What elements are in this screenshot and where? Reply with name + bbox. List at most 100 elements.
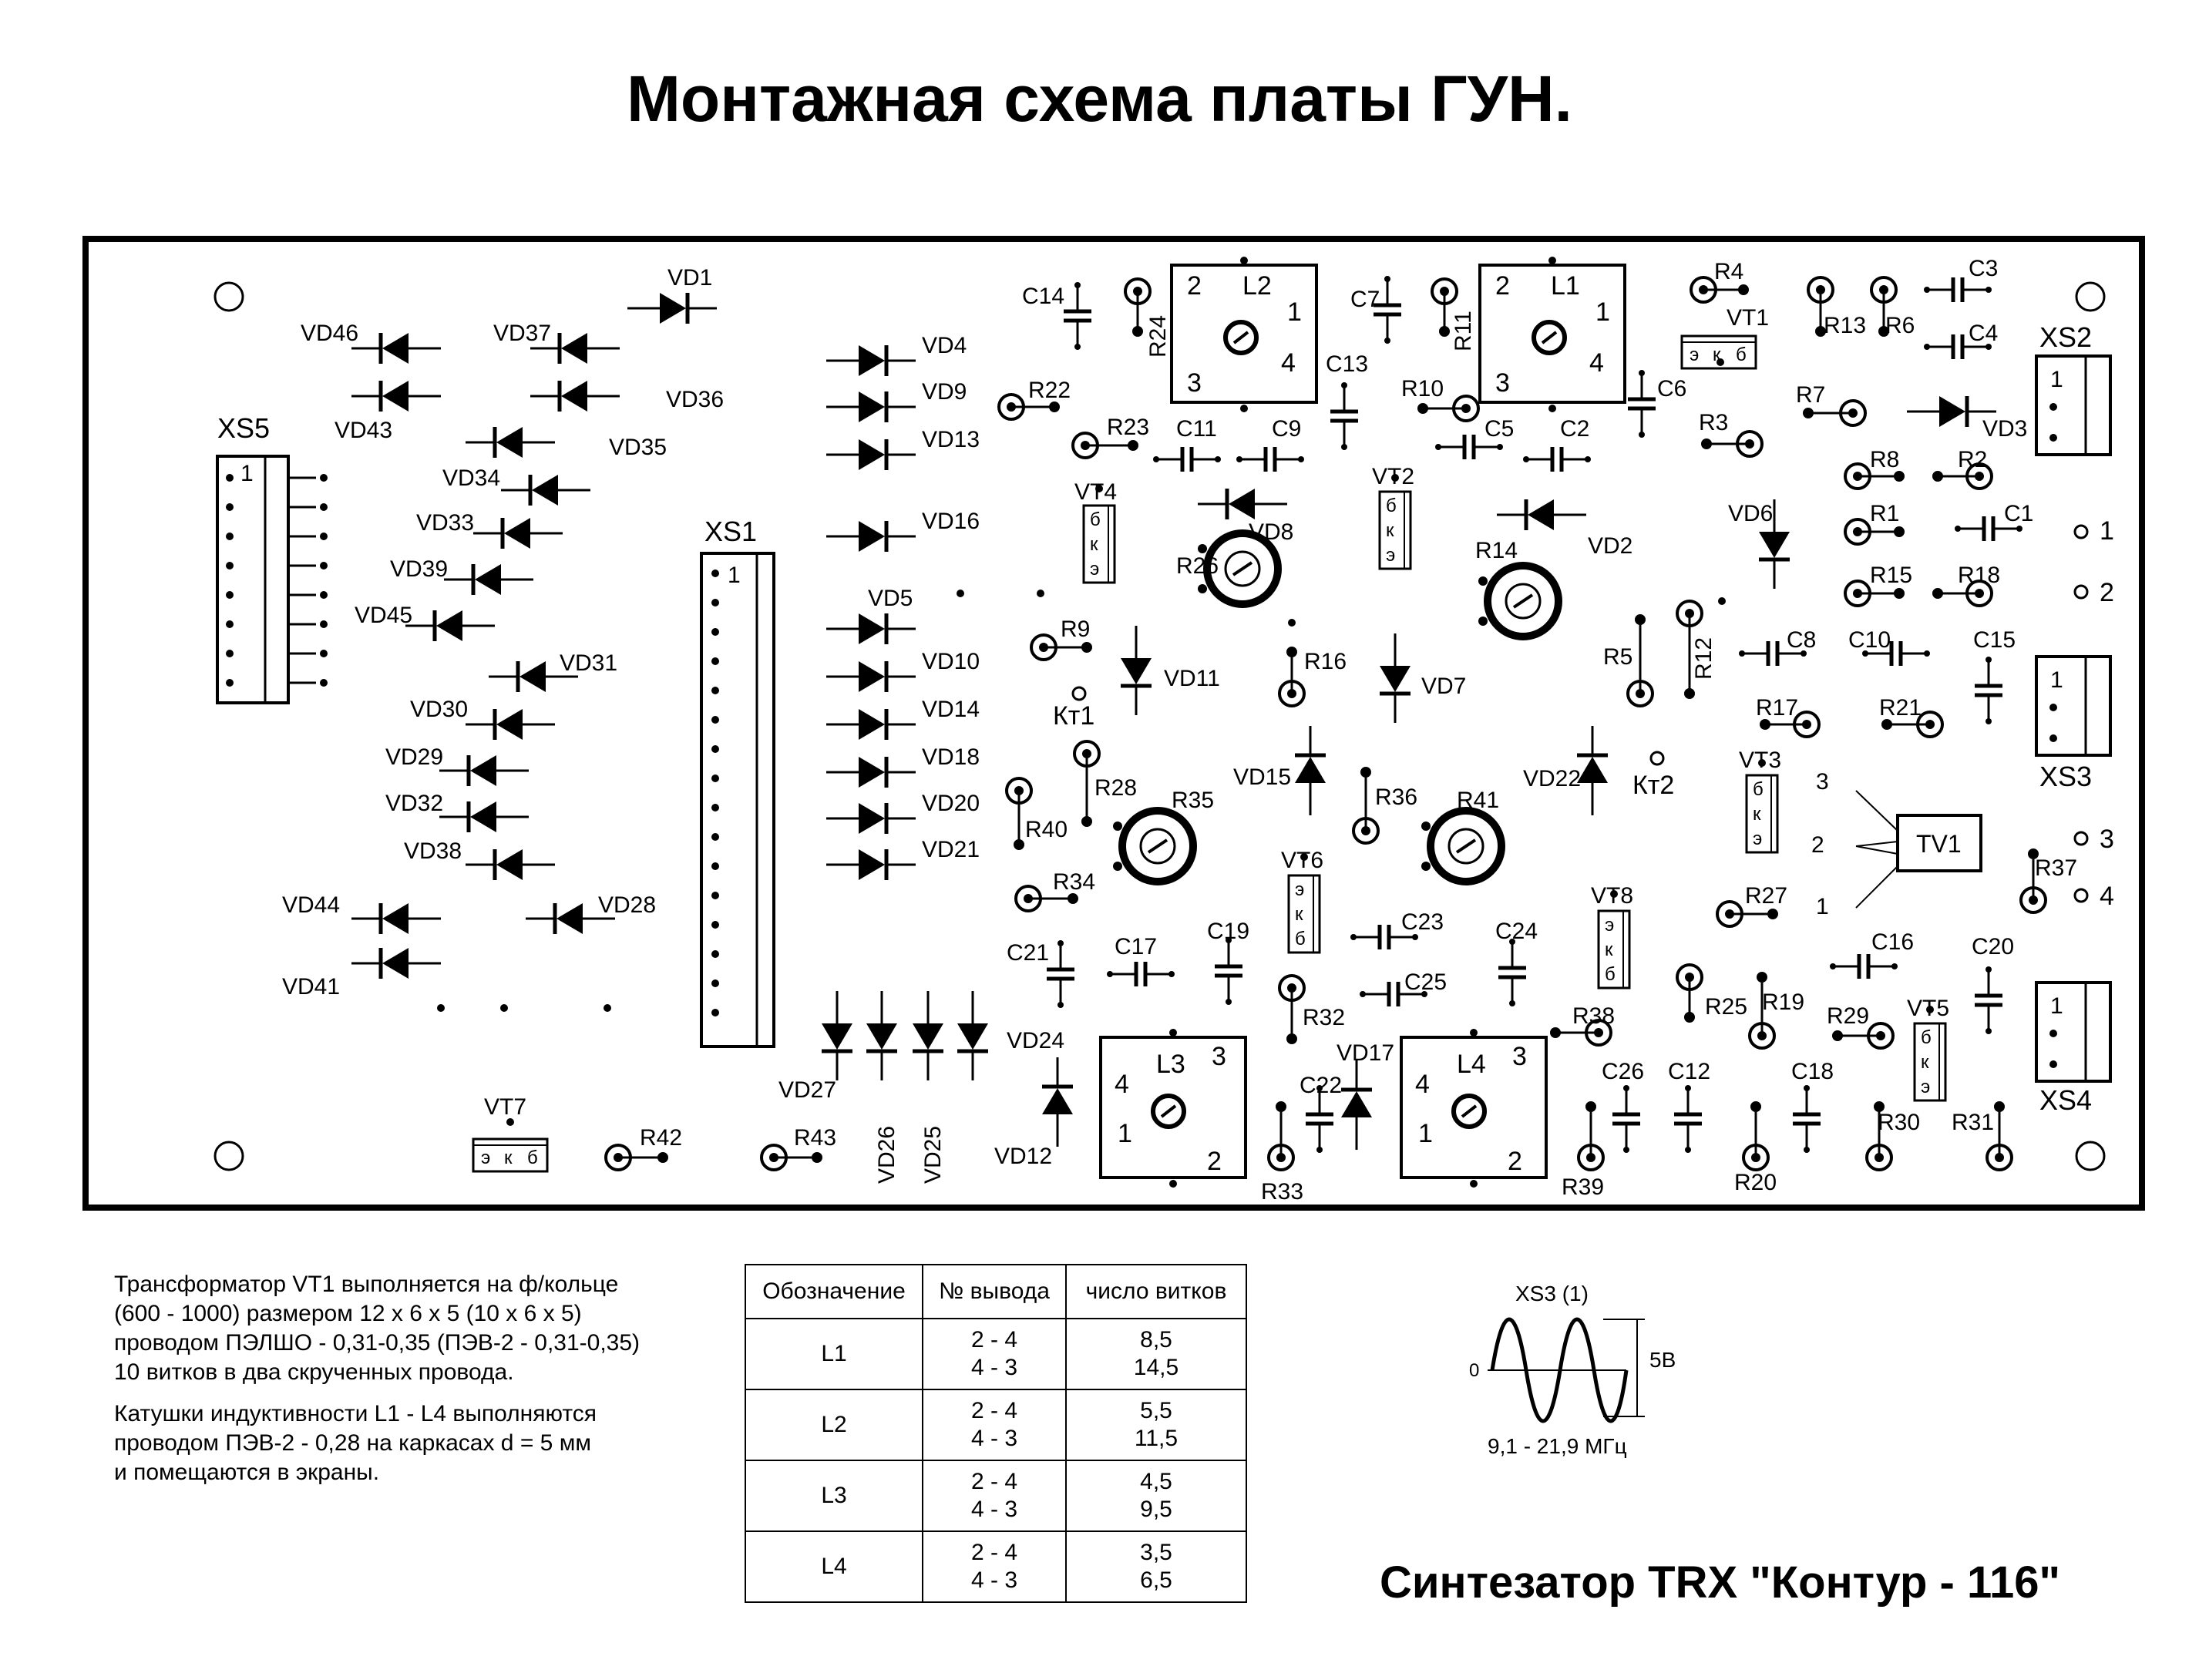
diode-label: VD1 [667, 265, 712, 291]
svg-text:VT4: VT4 [1074, 479, 1117, 505]
svg-text:к: к [504, 1147, 513, 1168]
coil-l1: 2 L1 1 3 4 [1478, 257, 1626, 412]
resistor-label: R33 [1261, 1179, 1303, 1205]
test-points: Кт1 Кт2 [1053, 686, 1674, 800]
capacitor-label: C11 [1176, 416, 1217, 442]
resistor-label: R39 [1562, 1174, 1604, 1200]
diode-label: VD38 [404, 838, 462, 864]
svg-text:э: э [1386, 545, 1395, 566]
resistor-label: R24 [1145, 315, 1171, 358]
winding-table: Обозначение № вывода число витков L1 2 -… [745, 1264, 1247, 1603]
resistor-label: R40 [1025, 817, 1068, 842]
connector-xs1: XS1 1 [700, 516, 775, 1048]
capacitor-label: C4 [1969, 321, 1998, 346]
col-turns: число витков [1065, 1264, 1247, 1319]
svg-text:2: 2 [1508, 1147, 1522, 1176]
svg-text:б: б [1921, 1027, 1932, 1048]
svg-text:L3: L3 [1156, 1050, 1185, 1079]
svg-text:5В: 5В [1649, 1348, 1676, 1372]
svg-text:4: 4 [1115, 1070, 1129, 1099]
capacitor-label: C23 [1401, 909, 1444, 935]
diode-label: VD32 [385, 791, 443, 816]
resistor-label: R5 [1603, 644, 1632, 670]
connector-xs3: 1 XS3 [2035, 655, 2112, 792]
resistor-label: R38 [1572, 1003, 1615, 1029]
svg-text:э: э [481, 1147, 490, 1168]
svg-text:L4: L4 [1457, 1050, 1486, 1079]
svg-text:Кт1: Кт1 [1053, 701, 1094, 731]
capacitor-label: C6 [1657, 376, 1686, 402]
capacitor-label: C14 [1022, 284, 1064, 309]
svg-text:XS5: XS5 [217, 412, 270, 444]
resistor-label: R37 [2035, 855, 2077, 881]
svg-text:2: 2 [1811, 832, 1824, 858]
resistor-label: R7 [1796, 382, 1825, 408]
resistor-label: R31 [1952, 1110, 1994, 1135]
svg-text:э: э [1090, 559, 1099, 580]
waveform-diagram: XS3 (1) 0 5В 9,1 - 21,9 МГц [1469, 1282, 1676, 1458]
diode-label: VD44 [282, 892, 340, 918]
resistor-label: R2 [1958, 447, 1987, 472]
svg-text:б: б [1753, 779, 1764, 800]
terminals: 1 2 3 4 [2073, 516, 2114, 911]
capacitor-label: C12 [1668, 1059, 1710, 1084]
diode-label: VD2 [1588, 533, 1632, 559]
diode-label: VD20 [922, 791, 980, 816]
transistor-vt8: экбVT8 [1591, 883, 1633, 990]
svg-text:Кт2: Кт2 [1632, 771, 1674, 800]
svg-text:б: б [1295, 929, 1306, 949]
svg-text:1: 1 [1287, 297, 1302, 327]
diodes [351, 293, 1996, 1150]
resistor-label: R18 [1958, 563, 2000, 588]
capacitor-label: C8 [1787, 627, 1816, 653]
diode-label: VD41 [282, 974, 340, 1000]
page-title: Монтажная схема платы ГУН. [626, 62, 1573, 135]
capacitor-label: C1 [2004, 501, 2033, 526]
diode-label: VD8 [1249, 519, 1293, 545]
resistor-label: R17 [1756, 695, 1798, 721]
resistor-label: R23 [1107, 415, 1149, 440]
resistor-label: R36 [1375, 785, 1417, 810]
resistor-label: R9 [1061, 617, 1090, 642]
diode-label: VD18 [922, 744, 980, 770]
capacitor-label: C7 [1350, 287, 1380, 312]
table-row: L3 2 - 4 4 - 3 4,5 9,5 [745, 1460, 1247, 1532]
svg-text:4: 4 [1281, 348, 1296, 378]
capacitor-label: C16 [1871, 929, 1914, 955]
svg-text:к: к [1386, 520, 1394, 541]
capacitor-label: C25 [1404, 969, 1447, 995]
svg-text:б: б [1736, 344, 1747, 365]
resistor-label: R16 [1304, 649, 1347, 674]
diode-label: VD43 [335, 418, 392, 443]
diode-label: VD46 [301, 321, 358, 346]
diode-label: VD39 [390, 556, 448, 582]
transistor-vt3: бкэVT3 [1739, 748, 1781, 854]
capacitor-label: C20 [1972, 934, 2014, 959]
resistor-label: R10 [1401, 376, 1444, 402]
resistor-label: R15 [1870, 563, 1912, 588]
diode-label: VD35 [609, 435, 667, 460]
resistor-label: R22 [1028, 378, 1071, 403]
resistor-label: R6 [1885, 313, 1915, 338]
capacitor-label: C9 [1272, 416, 1301, 442]
svg-text:1: 1 [2100, 516, 2114, 546]
capacitor-label: C18 [1791, 1059, 1834, 1084]
transformer-note: Трансформатор VT1 выполняется на ф/кольц… [114, 1272, 641, 1385]
svg-text:4: 4 [1589, 348, 1604, 378]
diode-label: VD25 [920, 1126, 946, 1184]
svg-text:к: к [1295, 904, 1303, 925]
svg-text:XS3: XS3 [2039, 761, 2092, 792]
resistor-label: R13 [1824, 313, 1866, 338]
capacitor-label: C26 [1602, 1059, 1644, 1084]
footer-title: Синтезатор TRX "Контур - 116" [1380, 1557, 2061, 1608]
diode-label: VD34 [442, 465, 500, 491]
capacitor-label: C13 [1326, 351, 1368, 377]
table-row: L2 2 - 4 4 - 3 5,5 11,5 [745, 1389, 1247, 1461]
svg-text:2: 2 [1207, 1147, 1222, 1176]
